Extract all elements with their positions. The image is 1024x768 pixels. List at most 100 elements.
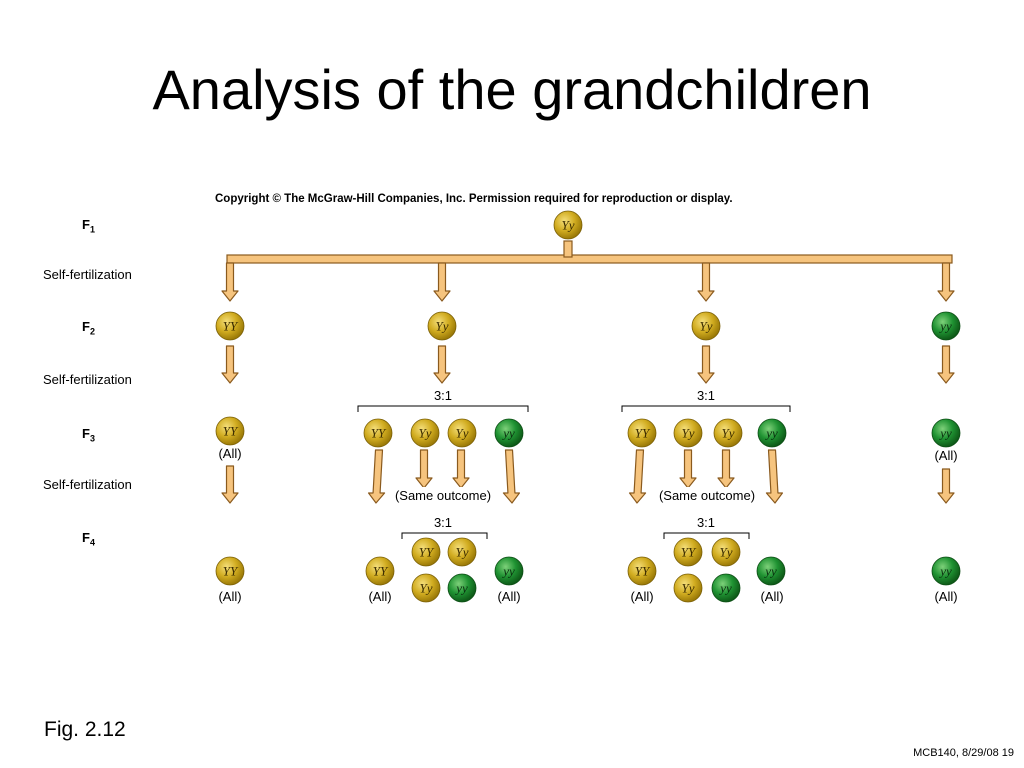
yellow-pea: YY <box>365 556 395 586</box>
genotype-label: Yy <box>420 581 433 596</box>
ratio-bracket <box>401 532 488 539</box>
down-arrow <box>679 449 697 489</box>
genotype-label: yy <box>718 581 732 596</box>
yellow-pea: YY <box>215 416 245 446</box>
genotype-label: YY <box>223 424 239 439</box>
genotype-label: YY <box>223 564 239 579</box>
green-pea: yy <box>931 311 961 341</box>
down-arrow <box>937 345 955 384</box>
genotype-label: YY <box>371 426 387 441</box>
down-arrow <box>415 449 433 489</box>
ratio-bracket <box>663 532 750 539</box>
yellow-pea: Yy <box>447 537 477 567</box>
green-pea: yy <box>494 418 524 448</box>
genotype-label: Yy <box>682 581 695 596</box>
genotype-label: Yy <box>682 426 695 441</box>
all-label: (All) <box>934 448 957 463</box>
green-pea: yy <box>494 556 524 586</box>
down-arrow <box>221 465 239 504</box>
yellow-pea: Yy <box>411 573 441 603</box>
yellow-pea: YY <box>627 418 657 448</box>
yellow-pea: YY <box>627 556 657 586</box>
yellow-pea: YY <box>215 311 245 341</box>
down-arrow <box>697 262 715 302</box>
down-arrow <box>628 449 647 504</box>
genotype-label: YY <box>635 564 651 579</box>
generation-label-f2: F2 <box>82 319 95 337</box>
genotype-label: Yy <box>722 426 735 441</box>
yellow-pea: YY <box>673 537 703 567</box>
yellow-pea: YY <box>363 418 393 448</box>
genotype-label: YY <box>681 545 697 560</box>
genotype-label: yy <box>938 426 952 441</box>
self-fertilization-label: Self-fertilization <box>43 267 132 282</box>
green-pea: yy <box>757 418 787 448</box>
slide-footer: MCB140, 8/29/08 19 <box>913 747 1014 759</box>
yellow-pea: Yy <box>447 418 477 448</box>
down-arrow <box>697 345 715 384</box>
all-label: (All) <box>368 589 391 604</box>
yellow-pea: Yy <box>711 537 741 567</box>
down-arrow <box>367 449 386 504</box>
genotype-label: yy <box>764 426 778 441</box>
genotype-label: Yy <box>720 545 733 560</box>
green-pea: yy <box>931 418 961 448</box>
all-label: (All) <box>934 589 957 604</box>
down-arrow <box>717 449 735 489</box>
yellow-pea: Yy <box>553 210 583 240</box>
genotype-label: Yy <box>456 545 469 560</box>
down-arrow <box>433 345 451 384</box>
genotype-label: Yy <box>436 319 449 334</box>
all-label: (All) <box>630 589 653 604</box>
ratio-brackets <box>357 405 791 539</box>
genotype-label: yy <box>454 581 468 596</box>
green-pea: yy <box>931 556 961 586</box>
figure-caption: Fig. 2.12 <box>44 718 126 741</box>
ratio-bracket <box>357 405 529 412</box>
down-arrow <box>937 468 955 504</box>
green-pea: yy <box>756 556 786 586</box>
yellow-pea: YY <box>215 556 245 586</box>
genotype-label: Yy <box>419 426 432 441</box>
yellow-pea: Yy <box>691 311 721 341</box>
generation-label-f1: F1 <box>82 217 95 235</box>
genotype-label: YY <box>373 564 389 579</box>
same-outcome-label: (Same outcome) <box>395 488 491 503</box>
genotype-label: yy <box>501 564 515 579</box>
genotype-label: yy <box>501 426 515 441</box>
yellow-pea: Yy <box>713 418 743 448</box>
yellow-pea: Yy <box>427 311 457 341</box>
genotype-label: Yy <box>562 218 575 233</box>
yellow-pea: Yy <box>673 418 703 448</box>
all-label: (All) <box>760 589 783 604</box>
genotype-label: Yy <box>456 426 469 441</box>
down-arrow <box>433 262 451 302</box>
genotype-label: YY <box>223 319 239 334</box>
generation-label-f4: F4 <box>82 530 95 548</box>
self-fertilization-label: Self-fertilization <box>43 372 132 387</box>
yellow-pea: Yy <box>410 418 440 448</box>
copyright-notice: Copyright © The McGraw-Hill Companies, I… <box>215 193 733 205</box>
arrows <box>221 262 955 504</box>
all-label: (All) <box>218 589 241 604</box>
self-fertilization-label: Self-fertilization <box>43 477 132 492</box>
down-arrow <box>452 449 470 489</box>
ratio-label: 3:1 <box>434 515 452 530</box>
down-arrow <box>937 262 955 302</box>
generation-label-f3: F3 <box>82 426 95 444</box>
yellow-pea: Yy <box>673 573 703 603</box>
down-arrow <box>765 449 784 504</box>
yellow-pea: YY <box>411 537 441 567</box>
genotype-label: yy <box>938 319 952 334</box>
genotype-label: YY <box>635 426 651 441</box>
genotype-label: Yy <box>700 319 713 334</box>
same-outcome-label: (Same outcome) <box>659 488 755 503</box>
all-label: (All) <box>497 589 520 604</box>
ratio-label: 3:1 <box>697 515 715 530</box>
genotype-label: YY <box>419 545 435 560</box>
down-arrow <box>221 345 239 384</box>
down-arrow <box>502 449 521 504</box>
genotype-label: yy <box>763 564 777 579</box>
